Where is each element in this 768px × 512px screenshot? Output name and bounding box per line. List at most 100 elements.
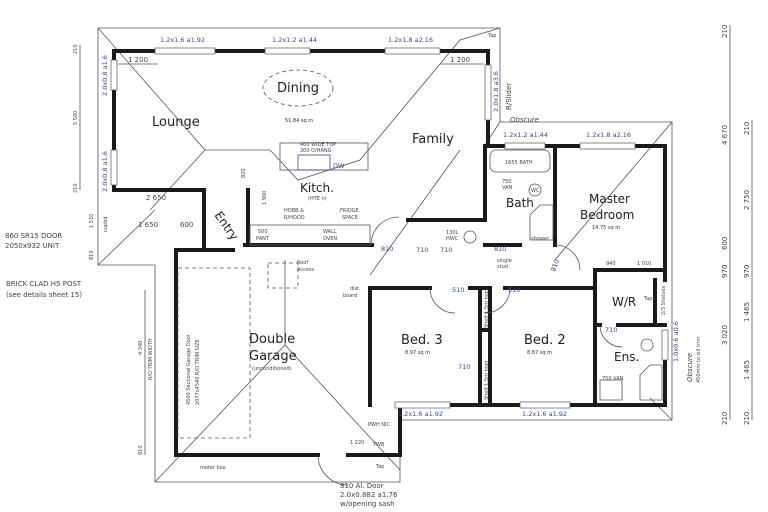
room-family: Family (412, 132, 454, 147)
twb-label: TWB (372, 442, 385, 448)
room-garage-2: Garage (249, 349, 297, 364)
garage-door-outline (177, 267, 251, 439)
dimension: 1 510 (89, 214, 95, 228)
window-label: 2.0x0.8 a1.6 (101, 151, 109, 192)
dimension: 810 (138, 445, 144, 455)
window-slider-label: R/Slider (505, 83, 513, 110)
sink (297, 154, 331, 171)
door-swings (317, 216, 623, 486)
dimension-lines: 1 200 1 200 2 650 1 650 600 1 900 820 1 … (73, 25, 753, 455)
roof-outline (97, 27, 673, 483)
pantry-label: PANT (256, 236, 270, 242)
wr-shelf-label: 2/3 Shelves (661, 286, 667, 315)
dimension: 1 220 (350, 440, 364, 446)
window-labels: 1.2x1.6 a1.92 1.2x1.2 a1.44 1.2x1.8 a2.1… (101, 36, 702, 418)
hob-label: R/HOOD (284, 215, 305, 221)
room-wr: W/R (612, 295, 636, 309)
dimension: 1 650 (138, 221, 158, 229)
room-bed2: Bed. 2 (524, 333, 566, 348)
door-label: 710 (458, 363, 470, 371)
door-label: 710 (440, 246, 452, 254)
door-label: 810 (549, 258, 561, 272)
room-garage-note: (unconditioned) (252, 366, 292, 372)
windows (110, 47, 669, 409)
dimension: 3 020 (721, 325, 729, 345)
dist-board-label: board (343, 293, 357, 299)
toilet-bath (528, 183, 542, 197)
vanity-label: 750 (502, 179, 512, 185)
roof-access-label: Roof (297, 260, 308, 266)
note-brick-post: BRICK CLAD H5 POST (6, 280, 82, 288)
dimension: 1 465 (743, 360, 751, 380)
dimension: 1 900 (262, 191, 268, 205)
room-labels: Dining 51.84 sq m Lounge Family Kitch. (… (152, 81, 639, 372)
window-obscure-label: Obscure (686, 353, 694, 382)
bathtub-label: 1655 BATH (505, 160, 533, 166)
window-label: 1.2x1.6 a1.92 (522, 410, 567, 418)
dimension: 820 (241, 168, 247, 178)
room-dining-area: 51.84 sq m (285, 118, 313, 124)
shelf-label: Shelf 1.5m high (484, 361, 490, 400)
note-door: 2050x932 UNIT (5, 242, 60, 250)
dimension: 970 (743, 265, 751, 278)
oven-label: WALL (323, 229, 337, 235)
dimension: 2 750 (743, 190, 751, 210)
window-label: 2.0x0.8 a1.6 (101, 55, 109, 96)
room-bath: Bath (506, 196, 534, 210)
dimension: 600 (721, 237, 729, 250)
note-door: 860 SR15 DOOR (5, 232, 62, 240)
door-label: 510 (452, 286, 464, 294)
note-garage-door: 4500 Sectional Garage Door (186, 333, 192, 405)
room-master-area: 14.75 sq m (592, 225, 620, 231)
door-label: 510 (508, 286, 520, 294)
dimension: 1 010 (637, 261, 651, 267)
single-stud-label: single (497, 258, 512, 264)
dishwasher-label: DW (333, 162, 345, 170)
wc-label: WC (531, 188, 540, 194)
hot-water-cylinder (463, 230, 477, 244)
notes: 860 SR15 DOOR 2050x932 UNIT BRICK CLAD H… (5, 232, 201, 405)
door-label: 810 (381, 245, 393, 253)
dimension: 1 200 (128, 56, 148, 64)
window-label: 2.0x1.8 a3.6 (492, 71, 500, 112)
window-obscure-note: 450mm to sill trim (696, 337, 702, 383)
room-bed3-area: 8.97 sq m (405, 350, 430, 356)
dimension: 210 (73, 183, 79, 193)
door-label: 710 (605, 326, 617, 334)
bench-label: 400 WIDE TOP (300, 142, 336, 148)
dimension: 970 (721, 265, 729, 278)
vanity-label: VAN (502, 185, 513, 191)
room-master-1: Master (589, 192, 630, 206)
window-label: 1.2x1.8 a2.16 (586, 131, 631, 139)
cupboard-label: cupbd (103, 217, 109, 232)
fixture-labels: 400 WIDE TOP 300 O/HANG DW HOBB & R/HOOD… (103, 33, 667, 471)
dimension: 210 (73, 44, 79, 54)
room-lounge: Lounge (152, 115, 200, 130)
vanity-ens (599, 379, 623, 401)
window-obscure-label: Obscure (510, 116, 539, 124)
dimension: 4 340 (138, 341, 144, 355)
ens-vanity-label: 750 VAN (602, 376, 624, 382)
room-ensuite: Ens. (614, 350, 639, 364)
dimension: 4 670 (721, 125, 729, 145)
dining-table (262, 69, 334, 107)
ext-door-label: 810 Al. Door (340, 482, 384, 490)
roof-access-label: Access (297, 267, 315, 273)
dimension: 210 (721, 25, 729, 38)
room-kitchen-note: (HTE n) (308, 196, 327, 202)
dimension: 810 (89, 250, 95, 260)
door-labels: 810 710 710 810 510 510 810 710 710 810 … (340, 245, 617, 508)
dimension: 2 650 (146, 194, 166, 202)
meter-box-label: meter box (200, 465, 226, 471)
window-label: 1.0x0.6 a0.6 (672, 321, 680, 362)
window-label: 1.2x1.8 a2.16 (388, 36, 433, 44)
room-kitchen: Kitch. (300, 181, 334, 195)
note-garage-door: 2077x4540 R/O TRIM SIZE (195, 339, 201, 405)
hwc-label: 130L (446, 230, 459, 236)
oven-label: OVEN (323, 236, 337, 242)
room-bed2-area: 8.87 sq m (527, 350, 552, 356)
single-stud-label: stud (497, 264, 508, 270)
bench-label: 300 O/HANG (300, 148, 332, 154)
dimension: 210 (743, 122, 751, 135)
